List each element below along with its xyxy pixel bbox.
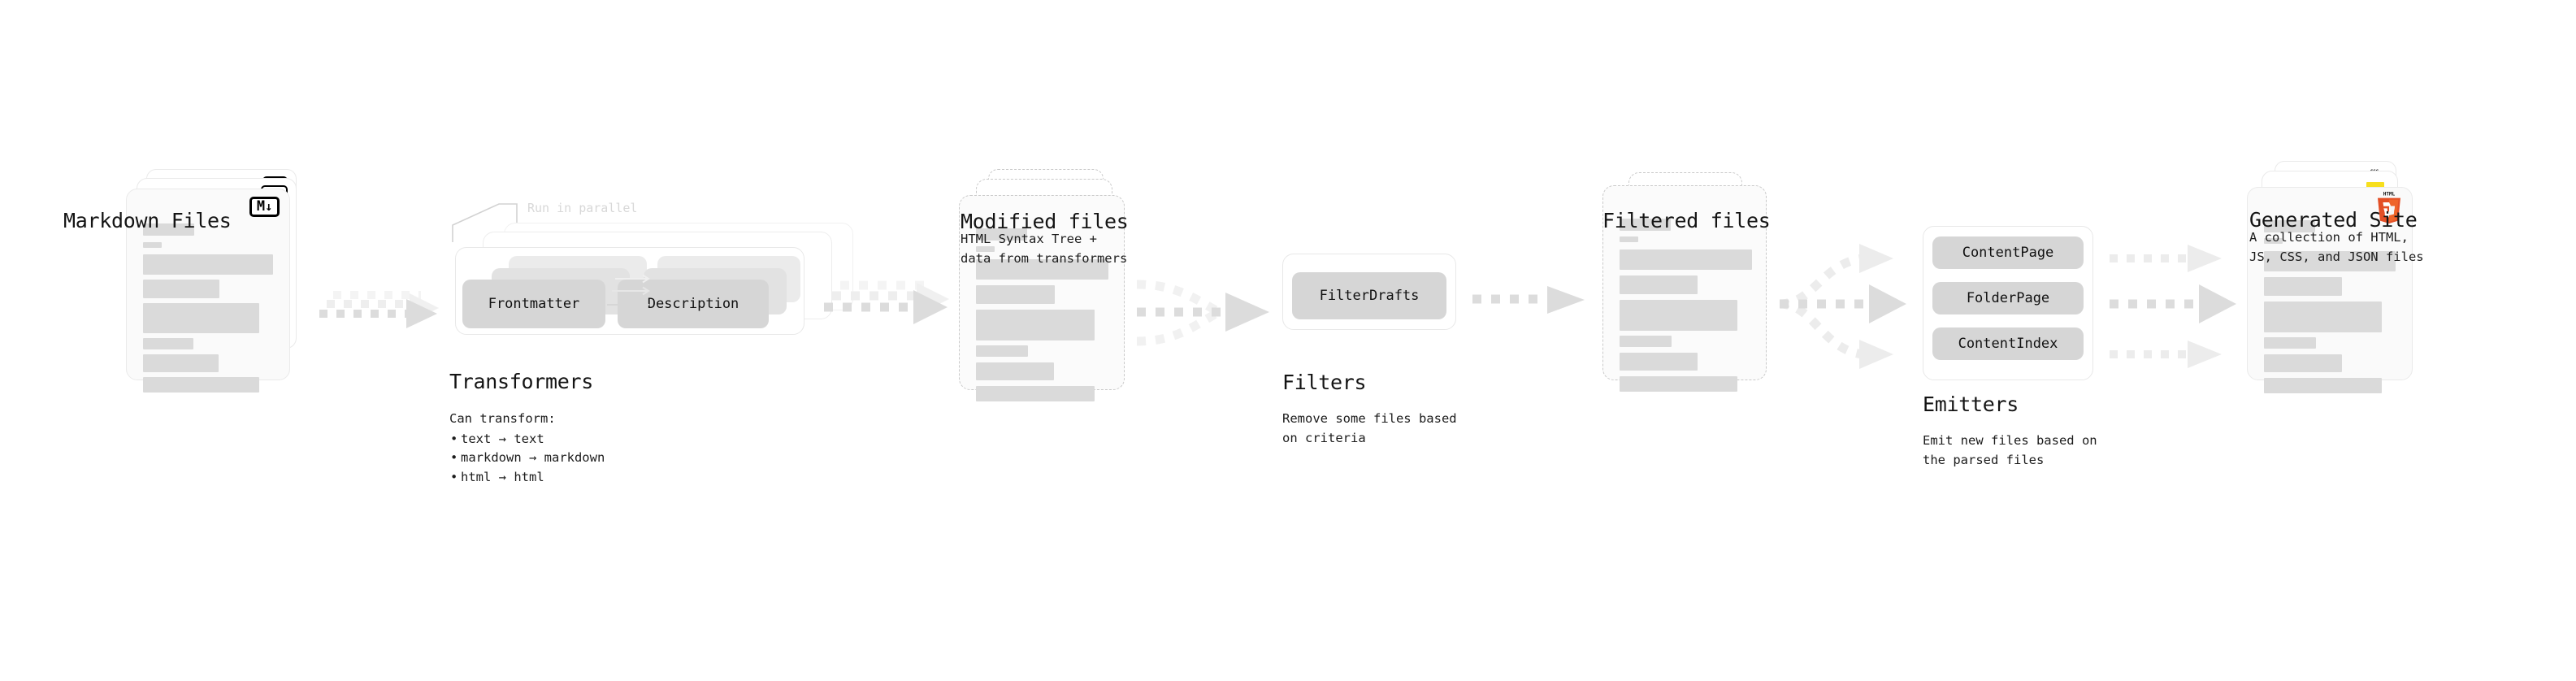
- emitters-description: Emit new files based on the parsed files: [1923, 433, 2097, 467]
- content-bar: [2264, 354, 2342, 372]
- content-bar: [143, 354, 219, 372]
- connector-emitters-to-site: [2110, 245, 2236, 368]
- modified-files-description: HTML Syntax Tree + data from transformer…: [961, 232, 1128, 266]
- markdown-icon-glyph: M: [256, 198, 266, 215]
- content-bar: [976, 228, 1027, 241]
- markdown-file-content: M↓: [127, 189, 289, 393]
- generated-site-card-front: HTML: [2247, 187, 2413, 393]
- connector-modified-to-filters: [1136, 280, 1269, 346]
- content-bar: [2264, 277, 2342, 296]
- content-bar: [976, 246, 995, 252]
- content-bar: [976, 345, 1028, 357]
- filtered-file-card-front: [1602, 185, 1767, 392]
- content-bar: [143, 338, 193, 349]
- transformers-bullet-item: html → html: [450, 468, 605, 488]
- run-in-parallel-leader-line: [452, 203, 518, 242]
- markdown-file-card-front: M↓: [126, 189, 290, 393]
- transformers-bullet-item: markdown → markdown: [450, 449, 605, 468]
- content-bar: [1620, 376, 1737, 392]
- content-bar: [1620, 249, 1752, 270]
- transformers-description-lead: Can transform:: [449, 411, 556, 426]
- content-bar: [143, 303, 259, 333]
- content-bar: [2264, 378, 2382, 393]
- generated-site-content: HTML: [2248, 188, 2412, 393]
- content-bar: [976, 362, 1054, 380]
- emitter-pill-contentpage[interactable]: ContentPage: [1932, 236, 2084, 269]
- html5-icon: HTML: [2376, 190, 2402, 224]
- markdown-icon: M↓: [249, 197, 280, 217]
- run-in-parallel-label: Run in parallel: [527, 201, 638, 215]
- filters-description: Remove some files based on criteria: [1282, 411, 1457, 445]
- content-bar: [1620, 353, 1698, 371]
- modified-files-title: Modified files: [961, 210, 1129, 233]
- content-bar: [2264, 301, 2382, 332]
- connector-markdown-to-transformers: [319, 291, 439, 328]
- generated-site-description: A collection of HTML, JS, CSS, and JSON …: [2249, 230, 2424, 264]
- filtered-files-stack: [1602, 172, 1773, 392]
- content-bar: [1620, 236, 1638, 242]
- connector-transformers-to-modified: [824, 280, 949, 324]
- connector-filtered-to-emitters: [1779, 244, 1906, 369]
- html5-icon-svg: HTML: [2378, 191, 2400, 223]
- content-bar: [976, 259, 1108, 280]
- emitter-pill-folderpage[interactable]: FolderPage: [1932, 282, 2084, 314]
- content-bar: [976, 310, 1095, 340]
- emitter-pill-contentindex[interactable]: ContentIndex: [1932, 327, 2084, 360]
- content-bar: [143, 242, 162, 248]
- markdown-files-stack: M↓ M↓ M↓: [126, 169, 301, 393]
- content-bar: [976, 386, 1095, 401]
- markdown-icon-arrow: ↓: [265, 199, 273, 214]
- content-bar: [1620, 300, 1737, 331]
- content-bar: [1620, 275, 1698, 294]
- modified-file-content: [960, 196, 1124, 401]
- content-bar: [2264, 337, 2316, 349]
- filters-title: Filters: [1282, 371, 1367, 394]
- filter-pill-filterdrafts[interactable]: FilterDrafts: [1292, 272, 1446, 319]
- content-bar: [143, 377, 259, 393]
- emitters-title: Emitters: [1923, 393, 2019, 416]
- markdown-files-title: Markdown Files: [63, 209, 232, 232]
- content-bar: [2264, 220, 2315, 232]
- generated-site-stack: CSS HTML: [2247, 161, 2430, 393]
- content-bar: [143, 280, 219, 298]
- transformers-title: Transformers: [449, 370, 594, 393]
- transformers-description: Can transform: text → text markdown → ma…: [449, 410, 605, 487]
- modified-files-stack: [959, 169, 1138, 401]
- html5-icon-wordmark: HTML: [2383, 191, 2396, 197]
- content-bar: [1620, 336, 1672, 347]
- content-bar: [143, 223, 194, 236]
- modified-file-card-front: [959, 195, 1125, 401]
- transformer-pill-frontmatter[interactable]: Frontmatter: [462, 280, 605, 328]
- content-bar: [2264, 251, 2396, 271]
- content-bar: [1620, 219, 1671, 231]
- filtered-file-content: [1603, 186, 1766, 392]
- content-bar: [976, 285, 1055, 304]
- filtered-files-title: Filtered files: [1602, 209, 1771, 232]
- transformers-bullet-item: text → text: [450, 430, 605, 449]
- content-bar: [143, 254, 273, 275]
- transformer-inner-arrows: [607, 274, 650, 310]
- generated-site-title: Generated Site: [2249, 208, 2418, 232]
- connector-filters-to-filtered: [1472, 286, 1585, 314]
- content-bar: [2264, 238, 2283, 244]
- transformers-bullet-list: text → text markdown → markdown html → h…: [449, 430, 605, 488]
